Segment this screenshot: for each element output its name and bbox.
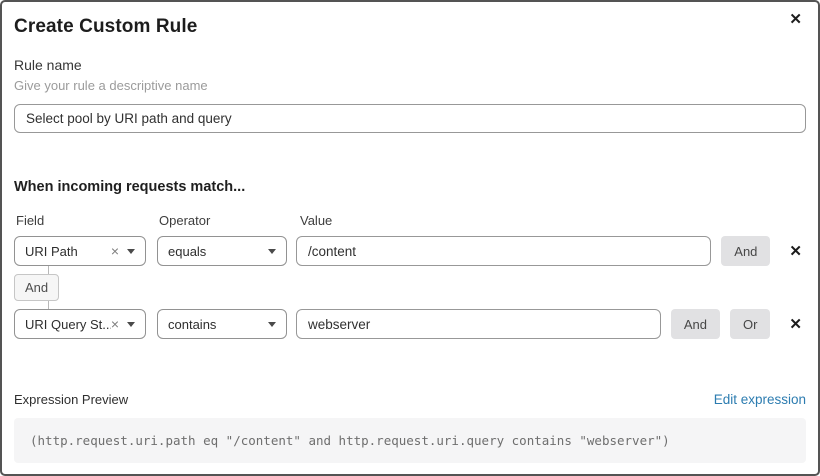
operator-select[interactable]: equals [157,236,287,266]
value-column-label: Value [300,213,333,228]
expression-preview-header: Expression Preview Edit expression [14,392,806,407]
condition-row: URI Query St... × contains And Or ✕ [14,309,806,339]
field-select[interactable]: URI Path × [14,236,146,266]
rule-name-helper: Give your rule a descriptive name [14,78,208,93]
field-select-value: URI Query St... [25,316,111,332]
and-button[interactable]: And [670,309,720,339]
field-select-value: URI Path [25,243,78,259]
operator-column-label: Operator [159,213,211,228]
match-heading: When incoming requests match... [14,179,246,195]
value-input[interactable] [296,236,712,266]
remove-row-icon[interactable]: ✕ [789,242,802,260]
field-column-label: Field [16,213,45,228]
rule-name-label: Rule name [14,57,82,73]
or-button[interactable]: Or [729,309,771,339]
page-title: Create Custom Rule [14,16,198,37]
operator-select[interactable]: contains [157,309,287,339]
column-labels: Field Operator Value [14,213,806,228]
condition-row: URI Path × equals And ✕ [14,236,806,266]
close-icon[interactable]: ✕ [789,11,802,28]
expression-preview-label: Expression Preview [14,392,129,407]
chevron-down-icon [268,248,276,254]
rule-name-input[interactable] [14,104,806,133]
expression-code-block: (http.request.uri.path eq "/content" and… [14,418,806,463]
connector-line-top [48,266,49,274]
connector-line-bottom [48,301,49,309]
chevron-down-icon [127,321,135,327]
connector-and-badge: And [14,274,60,301]
chevron-down-icon [268,321,276,327]
operator-select-value: contains [168,316,217,332]
chevron-down-icon [127,248,135,254]
row-connector: And [14,266,806,309]
remove-row-icon[interactable]: ✕ [789,315,802,333]
operator-select-value: equals [168,243,207,259]
edit-expression-link[interactable]: Edit expression [713,392,806,407]
field-select[interactable]: URI Query St... × [14,309,146,339]
clear-field-icon[interactable]: × [110,243,119,259]
expression-code: (http.request.uri.path eq "/content" and… [30,433,670,448]
value-input[interactable] [296,309,661,339]
and-button[interactable]: And [721,236,771,266]
clear-field-icon[interactable]: × [110,316,119,332]
